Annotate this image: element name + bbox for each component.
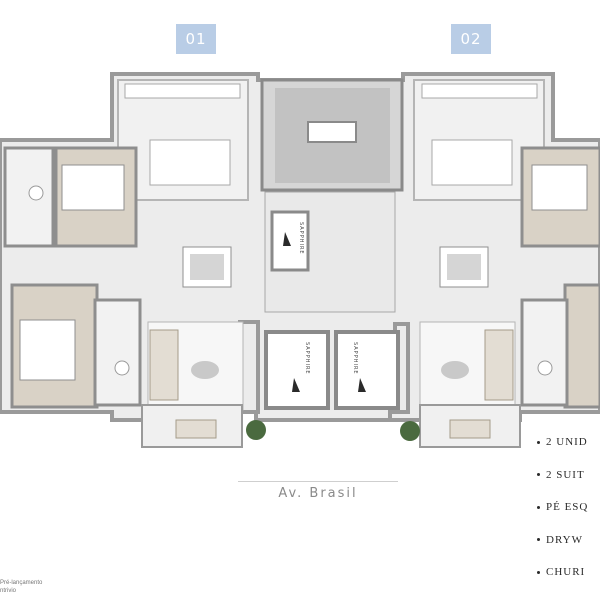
apartment-01 (3, 79, 249, 448)
sapphire-panel-top (270, 210, 310, 272)
logo-mark-icon (283, 232, 291, 246)
left-toilet-2 (114, 360, 130, 376)
left-bath-2 (93, 298, 142, 407)
bullet-icon (537, 538, 540, 542)
left-coffee-table (191, 361, 219, 379)
right-kitchen-island (431, 139, 513, 186)
feature-label: 2 SUIT (546, 468, 585, 481)
left-balcony (141, 404, 243, 448)
brand-text: SAPPHIRE (298, 222, 304, 255)
elevator-right (334, 330, 400, 410)
feature-label: CHURI (546, 566, 586, 579)
brand-logo-elevator-right: SAPPHIRE (352, 342, 366, 392)
brand-logo-top: SAPPHIRE (283, 222, 304, 255)
plant-icon (400, 421, 420, 441)
elevator-left (264, 330, 330, 410)
disclaimer: Pré-lançamento ntrivio (0, 579, 42, 595)
left-kitchen-counter (124, 83, 241, 99)
logo-mark-icon (358, 378, 366, 392)
right-bed-1 (531, 164, 588, 211)
feature-label: PÉ ESQ (546, 501, 589, 514)
left-sofa (149, 329, 179, 401)
unit-01-badge: 01 (176, 24, 216, 54)
disclaimer-line-1: Pré-lançamento (0, 580, 43, 586)
right-kitchen-counter (421, 83, 538, 99)
left-balcony-sofa (175, 419, 217, 439)
right-balcony-sofa (449, 419, 491, 439)
feature-item: CHURI (537, 556, 600, 589)
street-line (238, 481, 398, 482)
brand-text: SAPPHIRE (352, 342, 358, 375)
right-sofa (484, 329, 514, 401)
right-bath-2 (520, 298, 569, 407)
apartment-02 (413, 79, 600, 448)
bullet-icon (537, 505, 540, 509)
street-label: Av. Brasil (278, 486, 358, 501)
left-bed-1 (61, 164, 125, 211)
feature-item: 2 SUIT (537, 459, 600, 492)
right-suite-2 (563, 283, 600, 409)
brand-text: SAPPHIRE (304, 342, 310, 375)
disclaimer-line-2: ntrivio (0, 588, 17, 594)
feature-item: DRYW (537, 524, 600, 557)
bullet-icon (537, 440, 540, 444)
feature-label: 2 UNID (546, 436, 588, 449)
logo-mark-icon (292, 378, 300, 392)
bullet-icon (537, 570, 540, 574)
left-bath-1 (3, 146, 55, 248)
left-kitchen-island (149, 139, 231, 186)
feature-item: 2 UNID (537, 426, 600, 459)
feature-list: 2 UNID 2 SUIT PÉ ESQ DRYW CHURI (537, 426, 600, 589)
building-core (260, 78, 404, 410)
unit-02-badge: 02 (451, 24, 491, 54)
left-bed-2 (19, 319, 76, 381)
bullet-icon (537, 473, 540, 477)
brand-logo-elevator-left: SAPPHIRE (292, 342, 310, 392)
right-toilet-2 (537, 360, 553, 376)
feature-label: DRYW (546, 533, 583, 546)
plant-icon (246, 420, 266, 440)
feature-item: PÉ ESQ (537, 491, 600, 524)
right-coffee-table (441, 361, 469, 379)
left-toilet-1 (28, 185, 44, 201)
